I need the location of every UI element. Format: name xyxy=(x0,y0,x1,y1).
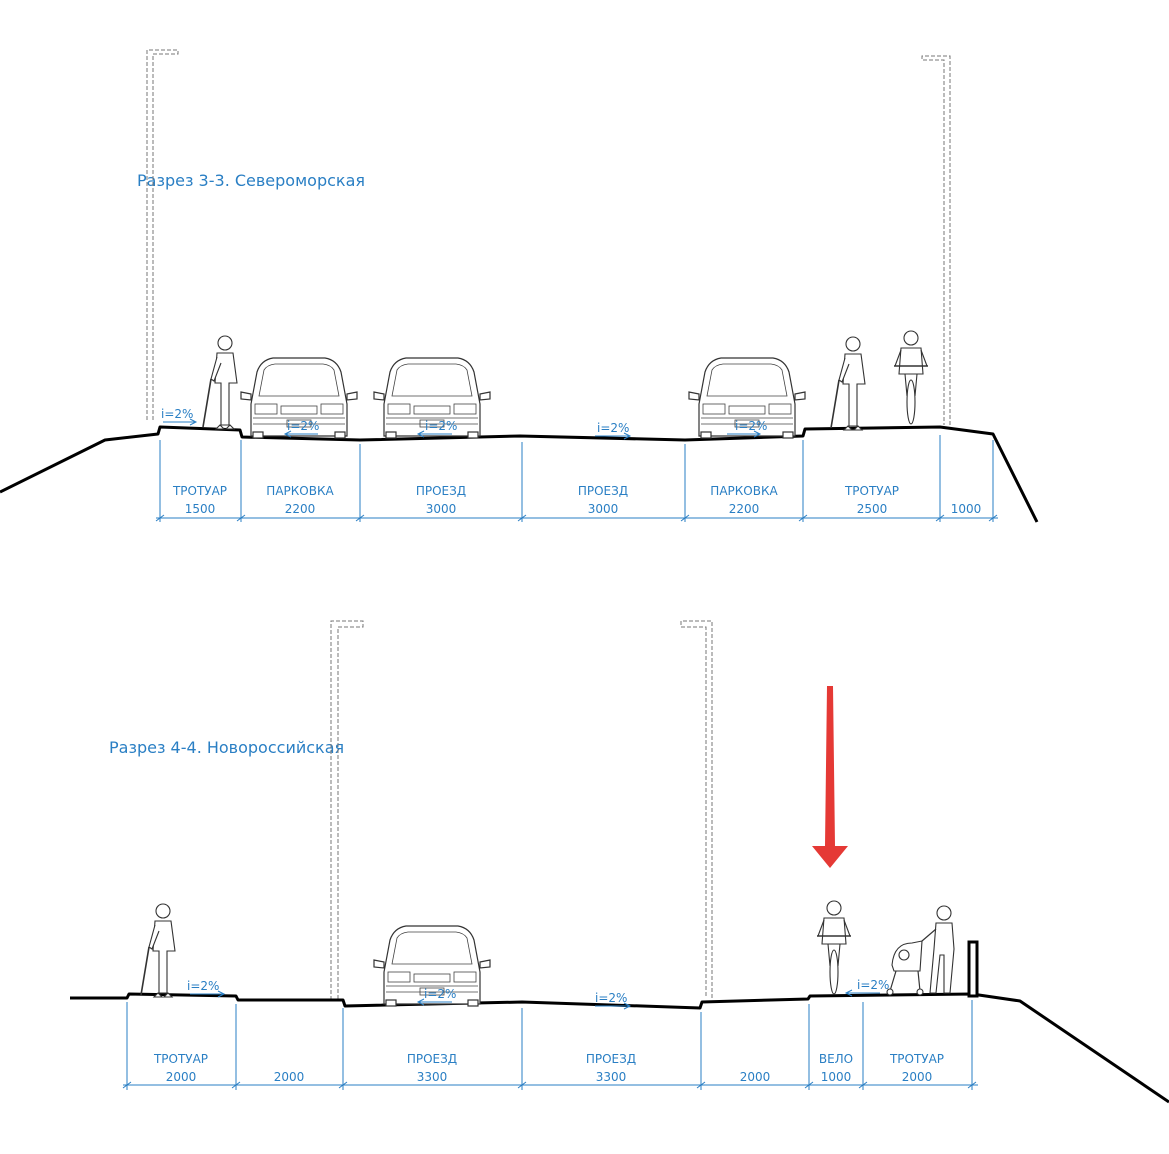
cyclist-icon xyxy=(816,900,852,995)
svg-text:ПАРКОВКА: ПАРКОВКА xyxy=(266,484,334,498)
segment-label: ПАРКОВКА 2200 xyxy=(266,484,334,516)
slope-label: i=2% xyxy=(187,979,226,998)
svg-text:i=2%: i=2% xyxy=(161,407,193,421)
segment-label: 2000 xyxy=(274,1070,305,1084)
svg-text:ВЕЛО: ВЕЛО xyxy=(819,1052,853,1066)
svg-text:1000: 1000 xyxy=(821,1070,852,1084)
svg-text:i=2%: i=2% xyxy=(597,421,629,435)
svg-text:i=2%: i=2% xyxy=(187,979,219,993)
svg-text:ТРОТУАР: ТРОТУАР xyxy=(172,484,227,498)
svg-text:3000: 3000 xyxy=(426,502,457,516)
slope-label: i=2% xyxy=(161,407,198,426)
segment-label: ПРОЕЗД 3000 xyxy=(578,484,628,516)
slope-label: i=2% xyxy=(283,419,319,438)
slope-label: i=2% xyxy=(595,421,632,440)
slope-label: i=2% xyxy=(416,987,456,1006)
segment-label: ТРОТУАР 2000 xyxy=(889,1052,944,1084)
svg-text:i=2%: i=2% xyxy=(857,978,889,992)
slope-label: i=2% xyxy=(595,991,632,1010)
slope-label: i=2% xyxy=(727,419,767,438)
pedestrian-with-cane-icon xyxy=(202,335,238,430)
street-lamp-icon xyxy=(921,55,951,425)
svg-text:1000: 1000 xyxy=(951,502,982,516)
segment-label: ТРОТУАР 2000 xyxy=(153,1052,208,1084)
svg-text:2200: 2200 xyxy=(729,502,760,516)
segment-label: ПРОЕЗД 3000 xyxy=(416,484,466,516)
svg-text:i=2%: i=2% xyxy=(287,419,319,433)
svg-text:2000: 2000 xyxy=(740,1070,771,1084)
ground-profile xyxy=(0,425,1039,523)
section2-caption: Разрез 4-4. Новороссийская xyxy=(109,738,344,757)
svg-text:ТРОТУАР: ТРОТУАР xyxy=(844,484,899,498)
segment-label: 2000 xyxy=(740,1070,771,1084)
svg-text:ПАРКОВКА: ПАРКОВКА xyxy=(710,484,778,498)
svg-text:3300: 3300 xyxy=(417,1070,448,1084)
street-lamp-icon xyxy=(680,620,713,998)
svg-text:2000: 2000 xyxy=(902,1070,933,1084)
svg-text:2000: 2000 xyxy=(166,1070,197,1084)
street-lamp-icon xyxy=(146,49,179,420)
segment-label: ПРОЕЗД 3300 xyxy=(407,1052,457,1084)
svg-text:ПРОЕЗД: ПРОЕЗД xyxy=(578,484,628,498)
svg-text:1500: 1500 xyxy=(185,502,216,516)
svg-text:i=2%: i=2% xyxy=(595,991,627,1005)
svg-text:2000: 2000 xyxy=(274,1070,305,1084)
segment-label: ТРОТУАР 1500 xyxy=(172,484,227,516)
person-with-stroller-icon xyxy=(886,905,955,996)
segment-label: ВЕЛО 1000 xyxy=(819,1052,853,1084)
svg-text:i=2%: i=2% xyxy=(735,419,767,433)
svg-text:ТРОТУАР: ТРОТУАР xyxy=(153,1052,208,1066)
segment-label: ТРОТУАР 2500 xyxy=(844,484,899,516)
svg-text:3300: 3300 xyxy=(596,1070,627,1084)
cyclist-icon xyxy=(893,330,929,425)
segment-label: ПАРКОВКА 2200 xyxy=(710,484,778,516)
street-lamp-icon xyxy=(330,620,364,1000)
dimension-line xyxy=(122,1000,978,1090)
svg-text:3000: 3000 xyxy=(588,502,619,516)
svg-text:2200: 2200 xyxy=(285,502,316,516)
svg-text:ТРОТУАР: ТРОТУАР xyxy=(889,1052,944,1066)
barrier-post xyxy=(967,940,979,998)
segment-label: ПРОЕЗД 3300 xyxy=(586,1052,636,1084)
slope-label: i=2% xyxy=(844,978,889,997)
segment-label: 1000 xyxy=(951,502,982,516)
pedestrian-with-cane-icon xyxy=(830,336,866,431)
svg-text:ПРОЕЗД: ПРОЕЗД xyxy=(407,1052,457,1066)
red-arrow-marker-icon xyxy=(812,686,848,868)
dimension-line xyxy=(155,435,998,522)
pedestrian-with-cane-icon xyxy=(140,903,176,998)
svg-text:i=2%: i=2% xyxy=(424,987,456,1001)
slope-label: i=2% xyxy=(416,419,457,438)
svg-text:2500: 2500 xyxy=(857,502,888,516)
svg-text:ПРОЕЗД: ПРОЕЗД xyxy=(586,1052,636,1066)
svg-text:ПРОЕЗД: ПРОЕЗД xyxy=(416,484,466,498)
section1-caption: Разрез 3-3. Североморская xyxy=(137,171,365,190)
svg-text:i=2%: i=2% xyxy=(425,419,457,433)
